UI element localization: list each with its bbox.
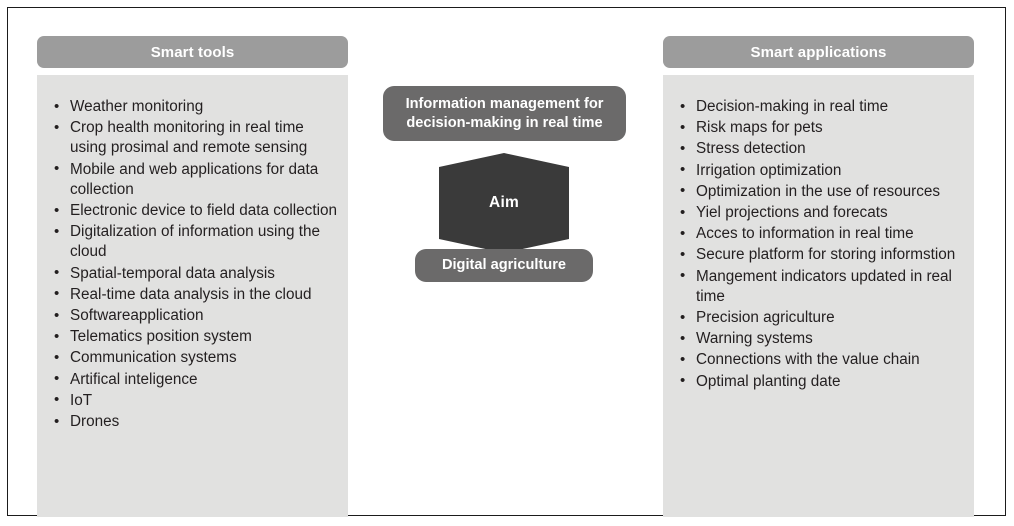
list-item: Mangement indicators updated in real tim…	[673, 266, 964, 307]
list-item: Digitalization of information using the …	[47, 222, 338, 262]
smart-applications-column: Smart applications Decision-making in re…	[663, 36, 974, 517]
list-item: Precision agriculture	[673, 308, 964, 328]
list-item: Mobile and web applications for data col…	[47, 159, 338, 200]
list-item: Irrigation optimization	[673, 160, 964, 181]
list-item: Real-time data analysis in the cloud	[47, 284, 338, 305]
list-item: Drones	[47, 412, 338, 432]
smart-applications-body: Decision-making in real time Risk maps f…	[663, 75, 974, 517]
centre-flow: Information management for decision-maki…	[383, 86, 626, 282]
list-item: IoT	[47, 390, 338, 411]
hexagon-shape: Aim	[439, 153, 569, 253]
list-item: Yiel projections and forecats	[673, 203, 964, 223]
smart-applications-list: Decision-making in real time Risk maps f…	[673, 96, 964, 392]
information-management-box: Information management for decision-maki…	[383, 86, 626, 141]
list-item: Stress detection	[673, 139, 964, 159]
smart-applications-header: Smart applications	[663, 36, 974, 68]
list-item: Secure platform for storing informstion	[673, 245, 964, 265]
list-item: Softwareapplication	[47, 306, 338, 326]
digital-agriculture-box: Digital agriculture	[415, 249, 593, 282]
list-item: Decision-making in real time	[673, 96, 964, 117]
list-item: Telematics position system	[47, 327, 338, 347]
smart-tools-header: Smart tools	[37, 36, 348, 68]
list-item: Communication systems	[47, 348, 338, 368]
list-item: Optimal planting date	[673, 371, 964, 392]
list-item: Weather monitoring	[47, 96, 338, 117]
smart-tools-body: Weather monitoring Crop health monitorin…	[37, 75, 348, 517]
aim-hexagon: Aim	[439, 153, 569, 253]
list-item: Risk maps for pets	[673, 118, 964, 138]
list-item: Electronic device to field data collecti…	[47, 201, 338, 221]
smart-tools-list: Weather monitoring Crop health monitorin…	[47, 96, 338, 432]
list-item: Spatial-temporal data analysis	[47, 263, 338, 284]
list-item: Optimization in the use of resources	[673, 181, 964, 202]
list-item: Connections with the value chain	[673, 350, 964, 370]
list-item: Crop health monitoring in real time usin…	[47, 118, 338, 158]
list-item: Warning systems	[673, 329, 964, 349]
list-item: Acces to information in real time	[673, 224, 964, 244]
list-item: Artifical inteligence	[47, 369, 338, 390]
aim-label: Aim	[489, 194, 519, 211]
smart-tools-column: Smart tools Weather monitoring Crop heal…	[37, 36, 348, 517]
